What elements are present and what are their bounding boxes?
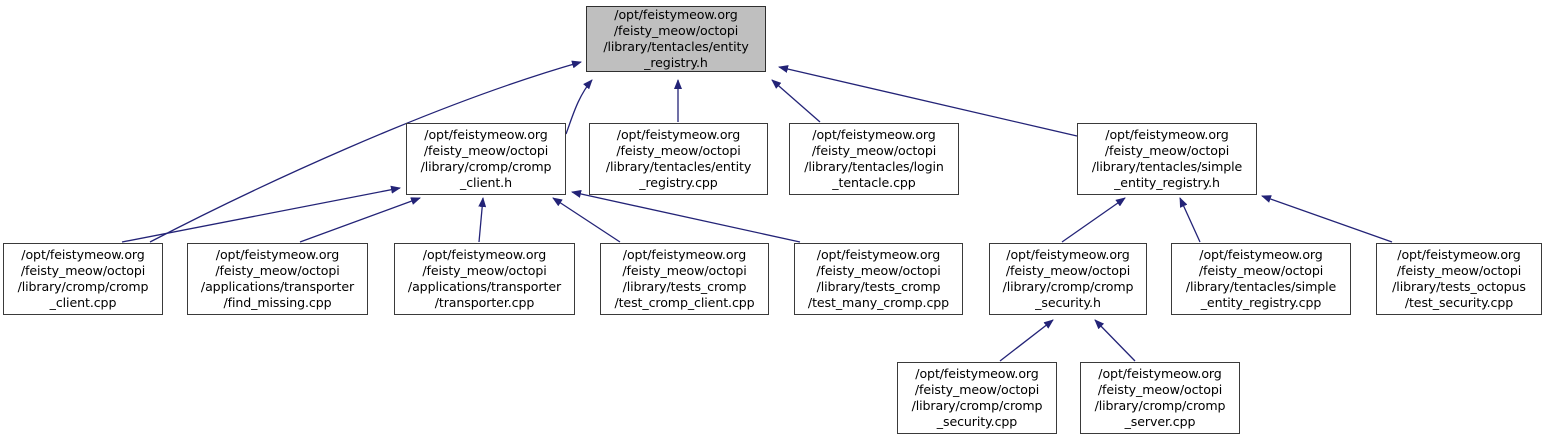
graph-edge: [121, 185, 401, 243]
graph-edge: [1061, 197, 1126, 243]
graph-node-login_tentacle_cpp[interactable]: /opt/feistymeow.org /feisty_meow/octopi …: [789, 123, 959, 195]
graph-node-label: /opt/feistymeow.org /feisty_meow/octopi …: [804, 126, 944, 191]
graph-node-label: /opt/feistymeow.org /feisty_meow/octopi …: [911, 365, 1043, 430]
graph-edge: [1094, 319, 1136, 362]
graph-node-entity_registry_cpp[interactable]: /opt/feistymeow.org /feisty_meow/octopi …: [589, 123, 768, 195]
graph-node-label: /opt/feistymeow.org /feisty_meow/octopi …: [603, 6, 749, 71]
graph-node-label: /opt/feistymeow.org /feisty_meow/octopi …: [1002, 246, 1134, 311]
graph-node-label: /opt/feistymeow.org /feisty_meow/octopi …: [1091, 126, 1243, 191]
graph-node-label: /opt/feistymeow.org /feisty_meow/octopi …: [1185, 246, 1337, 311]
graph-node-find_missing_cpp[interactable]: /opt/feistymeow.org /feisty_meow/octopi …: [187, 243, 368, 315]
graph-node-cromp_client_h[interactable]: /opt/feistymeow.org /feisty_meow/octopi …: [406, 123, 566, 195]
graph-node-label: /opt/feistymeow.org /feisty_meow/octopi …: [407, 246, 562, 311]
graph-node-test_cromp_client_cpp[interactable]: /opt/feistymeow.org /feisty_meow/octopi …: [600, 243, 769, 315]
graph-node-cromp_security_h[interactable]: /opt/feistymeow.org /feisty_meow/octopi …: [989, 243, 1147, 315]
graph-node-simple_entity_registry_h[interactable]: /opt/feistymeow.org /feisty_meow/octopi …: [1077, 123, 1257, 195]
graph-edge: [478, 197, 487, 243]
graph-edge: [299, 197, 421, 243]
graph-edge: [1261, 195, 1393, 243]
graph-node-simple_entity_registry_cpp[interactable]: /opt/feistymeow.org /feisty_meow/octopi …: [1171, 243, 1351, 315]
graph-node-cromp_client_cpp[interactable]: /opt/feistymeow.org /feisty_meow/octopi …: [3, 243, 163, 315]
graph-node-label: /opt/feistymeow.org /feisty_meow/octopi …: [420, 126, 552, 191]
graph-edge: [771, 79, 821, 123]
graph-node-test_many_cromp_cpp[interactable]: /opt/feistymeow.org /feisty_meow/octopi …: [794, 243, 963, 315]
graph-edge: [1179, 197, 1201, 243]
graph-node-label: /opt/feistymeow.org /feisty_meow/octopi …: [807, 246, 950, 311]
graph-edge: [571, 190, 801, 243]
graph-node-cromp_server_cpp[interactable]: /opt/feistymeow.org /feisty_meow/octopi …: [1080, 362, 1240, 434]
graph-node-label: /opt/feistymeow.org /feisty_meow/octopi …: [1094, 365, 1226, 430]
graph-node-entity_registry_h[interactable]: /opt/feistymeow.org /feisty_meow/octopi …: [586, 6, 766, 72]
graph-node-test_security_cpp[interactable]: /opt/feistymeow.org /feisty_meow/octopi …: [1376, 243, 1542, 315]
graph-node-transporter_cpp[interactable]: /opt/feistymeow.org /feisty_meow/octopi …: [394, 243, 575, 315]
graph-edge: [999, 319, 1054, 362]
graph-node-label: /opt/feistymeow.org /feisty_meow/octopi …: [614, 246, 755, 311]
graph-node-label: /opt/feistymeow.org /feisty_meow/octopi …: [17, 246, 149, 311]
graph-node-label: /opt/feistymeow.org /feisty_meow/octopi …: [1392, 246, 1526, 311]
graph-node-label: /opt/feistymeow.org /feisty_meow/octopi …: [200, 246, 355, 311]
graph-node-label: /opt/feistymeow.org /feisty_meow/octopi …: [605, 126, 752, 191]
graph-edges: [121, 60, 1393, 362]
graph-edge: [552, 197, 621, 243]
graph-node-cromp_security_cpp[interactable]: /opt/feistymeow.org /feisty_meow/octopi …: [897, 362, 1057, 434]
